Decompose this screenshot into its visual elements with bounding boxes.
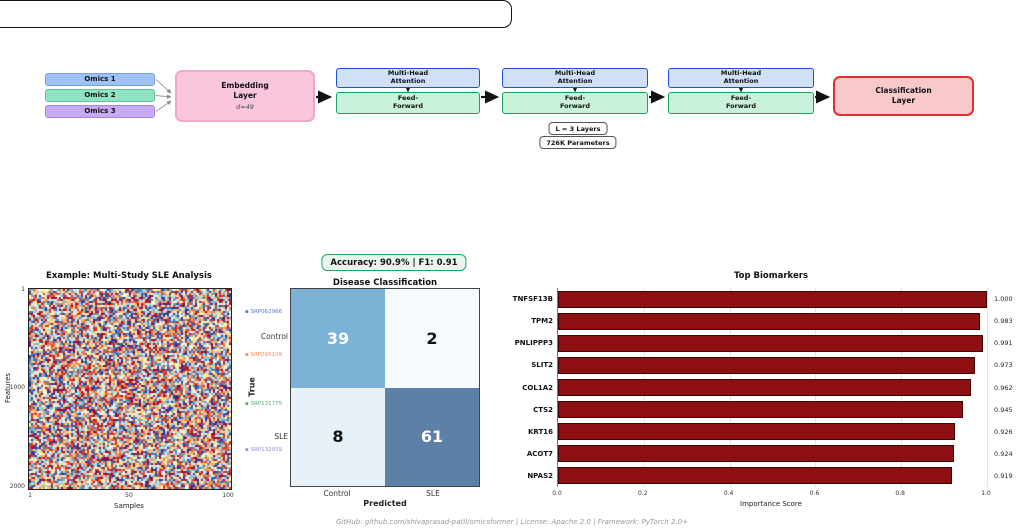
pred-label-sle: SLE: [426, 489, 440, 498]
omics-1-box: Omics 1: [45, 73, 155, 86]
heatmap-ytick-2000: 2000: [9, 483, 25, 490]
omics-3-box: Omics 3: [45, 105, 155, 118]
matrix-cell-Control-Control: 39: [291, 289, 385, 388]
bar-SLIT2: [558, 356, 976, 374]
confusion-title: Disease Classification: [332, 278, 438, 288]
feedforward-label-3: Feed- Forward: [725, 94, 757, 110]
feedforward-box-1: Feed- Forward: [336, 92, 480, 114]
matrix-cell-SLE-SLE: 61: [385, 387, 479, 486]
feedforward-box-2: Feed- Forward: [502, 92, 648, 114]
bar-value-label: 0.983: [994, 317, 1013, 326]
omics-1-label: Omics 1: [84, 75, 116, 83]
grid-line: [987, 288, 988, 487]
confusion-xlabel: Predicted: [363, 499, 407, 508]
attention-label-3: Multi-Head Attention: [720, 69, 762, 85]
bar-TPM2: [558, 312, 980, 330]
bar-category-label: KRT16: [527, 427, 553, 436]
heatmap-title: Example: Multi-Study SLE Analysis: [46, 271, 212, 281]
study-item-SRP095109: ▪ SRP095109: [245, 352, 283, 358]
barchart-xtick-1.0: 1.0: [981, 490, 991, 497]
barchart-xtick-0.4: 0.4: [723, 490, 734, 497]
heatmap-xlabel: Samples: [114, 502, 144, 510]
figure-title-box: OmicsFormer: Multi-Omics & Multi-Study I…: [0, 0, 512, 28]
footer-credits: GitHub: github.com/shivaprasad-patil/omi…: [335, 518, 689, 526]
bar-value-label: 0.973: [994, 361, 1013, 370]
heatmap-xtick-50: 50: [125, 492, 133, 499]
bar-category-label: TPM2: [531, 317, 553, 326]
barchart-xtick-0.0: 0.0: [552, 490, 562, 497]
embedding-dim-note: d=49: [236, 102, 254, 111]
barchart-xtick-0.2: 0.2: [638, 490, 648, 497]
omics2-connector: [155, 94, 172, 99]
bar-category-label: CTS2: [533, 405, 553, 414]
params-note: 726K Parameters: [539, 136, 617, 149]
pred-label-control: Control: [323, 489, 351, 498]
bar-PNLIPPP3: [558, 334, 984, 352]
bar-value-label: 0.991: [994, 339, 1013, 348]
omics-2-box: Omics 2: [45, 89, 155, 102]
bar-value-label: 0.919: [994, 471, 1013, 480]
study-item-SRP131775: ▪ SRP131775: [245, 401, 283, 407]
embedding-layer-label: Embedding Layer: [221, 81, 269, 100]
embedding-layer-box: Embedding Layer d=49: [175, 70, 315, 122]
heatmap-xtick-1: 1: [28, 492, 32, 499]
layers-note: L = 3 Layers: [548, 122, 608, 135]
bar-value-label: 0.945: [994, 405, 1013, 414]
bar-category-label: ACOT7: [526, 449, 553, 458]
omics1-connector: [155, 79, 172, 94]
bar-COL1A2: [558, 379, 971, 396]
heatmap-xtick-100: 100: [222, 492, 234, 499]
classification-layer-box: Classification Layer: [833, 76, 974, 116]
barchart-xlabel: Importance Score: [740, 500, 802, 508]
bar-value-label: 0.926: [994, 427, 1013, 436]
bar-KRT16: [558, 423, 956, 441]
bar-value-label: 0.962: [994, 383, 1013, 392]
attention-box-3: Multi-Head Attention: [668, 68, 814, 88]
matrix-cell-SLE-Control: 8: [291, 387, 385, 486]
bar-ACOT7: [558, 445, 955, 463]
bar-category-label: NPAS2: [527, 471, 553, 480]
attention-box-2: Multi-Head Attention: [502, 68, 648, 88]
bar-TNFSF13B: [558, 290, 987, 308]
matrix-cell-Control-SLE: 2: [385, 289, 479, 388]
heatmap-ytick-1: 1: [21, 286, 25, 293]
omics-2-label: Omics 2: [84, 91, 116, 99]
bar-value-label: 0.924: [994, 449, 1013, 458]
barchart-xtick-0.8: 0.8: [895, 490, 905, 497]
bar-NPAS2: [558, 467, 953, 485]
feedforward-box-3: Feed- Forward: [668, 92, 814, 114]
barchart-title: Top Biomarkers: [733, 271, 809, 281]
attention-label-1: Multi-Head Attention: [387, 69, 429, 85]
bar-CTS2: [558, 401, 964, 419]
bar-category-label: SLIT2: [531, 361, 553, 370]
feedforward-label-1: Feed- Forward: [392, 94, 424, 110]
heatmap-canvas: [29, 289, 231, 489]
study-item-SRP132939: ▪ SRP132939: [245, 447, 283, 453]
barchart-plot: 1.000 0.983 0.991 0.973 0.962 0.945 0.926 0.924…: [557, 288, 1013, 487]
omics3-connector: [155, 100, 172, 112]
accuracy-badge: Accuracy: 90.9% | F1: 0.91: [321, 254, 467, 271]
omics-3-label: Omics 3: [84, 107, 116, 115]
attention-label-2: Multi-Head Attention: [554, 69, 596, 85]
bar-category-label: PNLIPPP3: [514, 339, 553, 348]
study-item-SRP062966: ▪ SRP062966: [245, 309, 283, 315]
heatmap-ylabel: Features: [4, 372, 12, 404]
bar-category-label: COL1A2: [522, 383, 553, 392]
classification-layer-label: Classification Layer: [875, 85, 932, 106]
barchart-xtick-0.6: 0.6: [809, 490, 820, 497]
feedforward-label-2: Feed- Forward: [559, 94, 591, 110]
heatmap-frame: [28, 288, 232, 490]
bar-category-label: TNFSF13B: [512, 295, 553, 304]
true-label-sle: SLE: [274, 432, 288, 441]
confusion-ylabel: True: [247, 377, 257, 397]
heatmap-ytick-1000: 1000: [9, 384, 25, 391]
bar-value-label: 1.000: [994, 295, 1013, 304]
attention-box-1: Multi-Head Attention: [336, 68, 480, 88]
true-label-control: Control: [260, 332, 288, 341]
